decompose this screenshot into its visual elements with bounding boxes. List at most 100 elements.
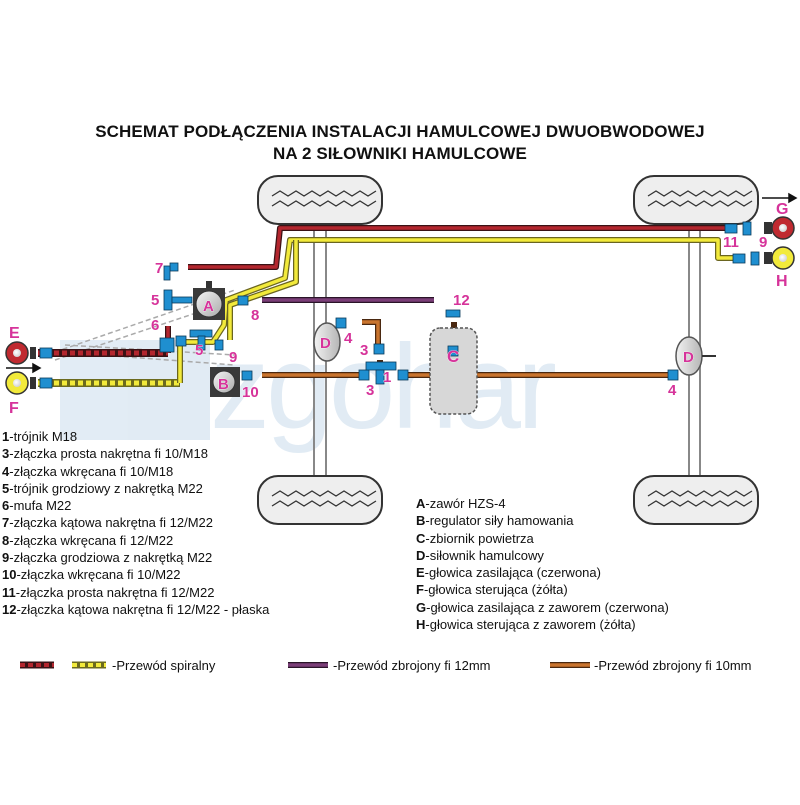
part-numbered-item-text: -mufa M22 [9, 498, 72, 514]
coupling-head-e [5, 341, 36, 365]
label-5b: 5 [195, 342, 203, 359]
part-lettered-item-text: -zawór HZS-4 [425, 496, 506, 511]
part-numbered-item: 7-złączka kątowa nakrętna fi 12/M22 [2, 514, 269, 531]
label-e: E [9, 325, 20, 342]
fitting-3c [373, 343, 385, 355]
part-lettered-item: F-głowica sterująca (żółta) [416, 581, 669, 598]
part-lettered-item: C-zbiornik powietrza [416, 530, 669, 547]
part-numbered-item-key: 8 [2, 532, 10, 548]
label-g: G [776, 201, 788, 218]
label-a: A [203, 298, 214, 315]
label-12: 12 [453, 292, 470, 309]
fitting-6-red [159, 337, 175, 353]
part-numbered-item-text: -trójnik grodziowy z nakrętką M22 [9, 480, 203, 496]
part-lettered-item-key: E [416, 565, 425, 581]
air-tank-c [429, 327, 478, 415]
wheel-rear-left [257, 475, 383, 525]
part-lettered-item-key: A [416, 496, 426, 511]
fitting-5b-stem [197, 335, 206, 351]
label-b: B [218, 376, 229, 393]
fitting-3b [397, 369, 409, 381]
coupling-head-f [5, 371, 36, 395]
label-c: C [447, 347, 459, 366]
label-4a: 4 [344, 330, 353, 347]
fitting-9-h [750, 251, 760, 266]
label-1: 1 [383, 369, 391, 386]
part-lettered-item-key: G [416, 599, 427, 615]
valve-hzs4 [193, 281, 225, 320]
part-lettered-item-key: F [416, 582, 424, 598]
fitting-12 [445, 309, 461, 318]
fitting-e [39, 347, 53, 359]
fitting-1 [365, 361, 397, 371]
label-4b: 4 [668, 382, 677, 399]
part-lettered-item: B-regulator siły hamowania [416, 512, 669, 529]
label-10: 10 [242, 384, 259, 401]
part-numbered-item-key: 1 [2, 429, 10, 444]
part-numbered-item-key: 12 [2, 601, 17, 617]
label-3a: 3 [366, 382, 374, 399]
label-f: F [9, 400, 19, 417]
label-9b: 9 [759, 234, 767, 251]
part-lettered-item: E-głowica zasilająca (czerwona) [416, 564, 669, 581]
brake-force-regulator [210, 367, 240, 397]
label-d-right: D [683, 349, 694, 366]
part-numbered-item-key: 4 [2, 463, 10, 479]
wheel-front-left [257, 175, 383, 225]
label-8: 8 [251, 307, 259, 324]
fitting-8 [237, 295, 249, 306]
part-numbered-item-key: 9 [2, 550, 10, 566]
part-numbered-item-key: 10 [2, 567, 17, 583]
part-lettered-item: A-zawór HZS-4 [416, 495, 669, 512]
label-h: H [776, 273, 788, 290]
part-numbered-item: 10-złączka wkręcana fi 10/M22 [2, 566, 269, 583]
part-lettered-item-text: -głowica sterująca z zaworem (żółta) [425, 617, 636, 633]
part-numbered-item: 6-mufa M22 [2, 497, 269, 514]
label-9a: 9 [229, 349, 237, 366]
brake-actuator-left [313, 322, 341, 362]
part-numbered-item-text: -złączka kątowa nakrętna fi 12/M22 - pła… [16, 601, 270, 617]
part-numbered-item: 3-złączka prosta nakrętna fi 10/M18 [2, 445, 269, 462]
part-lettered-item: G-głowica zasilająca z zaworem (czerwona… [416, 599, 669, 616]
fitting-4b [667, 369, 679, 381]
part-lettered-item-text: -głowica zasilająca (czerwona) [424, 565, 601, 581]
part-lettered-item-text: -głowica zasilająca z zaworem (czerwona) [426, 599, 669, 615]
fitting-7-stem [163, 265, 171, 281]
part-lettered-item-key: D [416, 547, 426, 563]
wheel-front-right [633, 175, 759, 225]
part-lettered-item: D-siłownik hamulcowy [416, 547, 669, 564]
part-numbered-item-text: -złączka wkręcana fi 12/M22 [9, 532, 174, 548]
coupling-head-h [764, 246, 795, 270]
part-numbered-item-text: -złączka wkręcana fi 10/M18 [9, 463, 174, 479]
part-numbered-item-text: -złączka wkręcana fi 10/M22 [16, 567, 181, 583]
part-numbered-item-text: -złączka prosta nakrętna fi 10/M18 [9, 446, 208, 462]
key-armored-10: -Przewód zbrojony fi 10mm [594, 658, 752, 673]
label-7: 7 [155, 260, 163, 277]
fitting-11 [724, 223, 738, 234]
fitting-3a [358, 369, 370, 381]
fittings [39, 221, 760, 389]
title-line-2: NA 2 SIŁOWNIKI HAMULCOWE [273, 144, 527, 163]
label-3b: 3 [360, 342, 368, 359]
fitting-1-stem [375, 369, 385, 385]
fitting-f [39, 377, 53, 389]
fitting-6-yellow [175, 335, 187, 347]
part-lettered-item-key: C [416, 530, 426, 546]
fitting-c-bottom [447, 345, 459, 357]
part-numbered-item-key: 6 [2, 498, 10, 514]
part-numbered-item-key: 11 [2, 584, 16, 600]
part-lettered-item-text: -siłownik hamulcowy [425, 547, 544, 563]
fitting-10 [241, 370, 253, 381]
part-numbered-item-text: -złączka grodziowa z nakrętką M22 [9, 550, 213, 566]
part-lettered-item-key: B [416, 513, 426, 529]
line-type-key: -Przewód spiralny -Przewód zbrojony fi 1… [0, 656, 800, 676]
part-lettered-item-text: -zbiornik powietrza [425, 530, 534, 546]
brake-actuator-right [675, 336, 716, 376]
label-11: 11 [723, 234, 739, 251]
part-numbered-item: 12-złączka kątowa nakrętna fi 12/M22 - p… [2, 601, 269, 618]
fitting-4a [335, 317, 347, 329]
fitting-5a-arm [171, 296, 193, 304]
